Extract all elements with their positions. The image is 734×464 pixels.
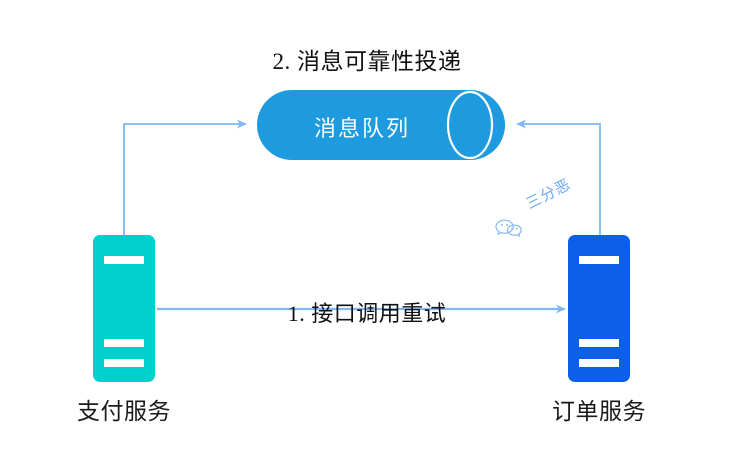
retry-edge-label: 1. 接口调用重试 bbox=[287, 301, 447, 326]
order-service-node bbox=[568, 235, 630, 382]
server-bar bbox=[104, 339, 144, 347]
order-service-label: 订单服务 bbox=[552, 399, 646, 424]
payment-service-label: 支付服务 bbox=[77, 399, 171, 424]
edge-payment-to-queue bbox=[123, 119, 247, 236]
edge-order-to-queue bbox=[516, 119, 601, 236]
server-bar bbox=[579, 256, 619, 264]
server-bar bbox=[579, 359, 619, 367]
diagram-title: 2. 消息可靠性投递 bbox=[272, 49, 462, 74]
message-queue-cylinder bbox=[257, 90, 505, 160]
server-bar bbox=[104, 256, 144, 264]
payment-service-node bbox=[93, 235, 155, 382]
server-bar bbox=[579, 339, 619, 347]
message-queue-label: 消息队列 bbox=[313, 116, 410, 141]
server-bar bbox=[104, 359, 144, 367]
